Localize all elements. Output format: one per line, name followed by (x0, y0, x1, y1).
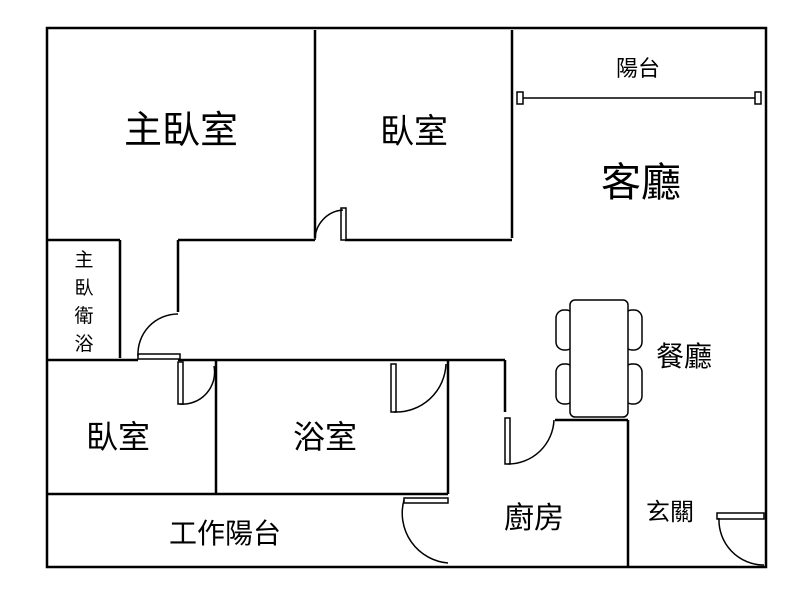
label-dining-room: 餐廳 (656, 340, 712, 373)
label-living-room: 客廳 (601, 160, 681, 206)
door-bedroom-top[interactable] (314, 207, 347, 241)
dining-table (555, 299, 643, 418)
door-kitchen[interactable] (504, 417, 555, 465)
label-utility-balcony: 工作陽台 (169, 517, 281, 550)
door-bedroom-bottom[interactable] (177, 361, 216, 405)
label-master-bedroom: 主臥室 (124, 108, 238, 152)
label-bathroom: 浴室 (293, 418, 357, 456)
label-master-bath-4: 浴 (74, 333, 93, 355)
label-master-bath-3: 衛 (74, 305, 93, 327)
door-utility-balcony[interactable] (401, 497, 449, 564)
label-master-bath-1: 主 (74, 249, 93, 271)
label-kitchen: 廚房 (504, 501, 564, 536)
label-bedroom-top: 臥室 (380, 112, 448, 152)
door-master-bath[interactable] (137, 313, 181, 360)
label-master-bath-2: 臥 (74, 277, 93, 299)
interior-walls (47, 30, 630, 567)
label-balcony: 陽台 (616, 57, 660, 82)
balcony-railing (516, 91, 762, 105)
door-bathroom[interactable] (390, 363, 447, 413)
door-entrance[interactable] (716, 512, 765, 566)
outer-wall (45, 26, 768, 569)
label-bedroom-bottom: 臥室 (86, 418, 150, 456)
label-entrance: 玄關 (646, 498, 694, 526)
